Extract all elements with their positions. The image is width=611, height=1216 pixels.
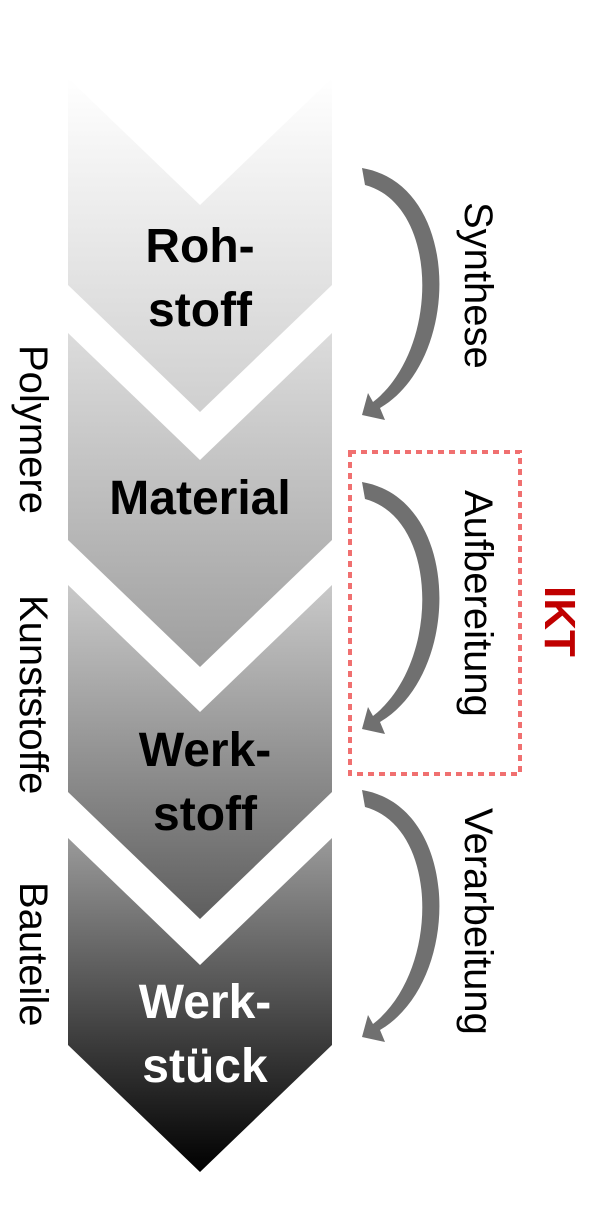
stage-label: Material bbox=[109, 472, 290, 525]
stage-label: Werk- bbox=[139, 976, 272, 1029]
left-label: Polymere bbox=[11, 345, 55, 514]
stage-label: Roh- bbox=[145, 220, 254, 273]
stage-label: stück bbox=[142, 1040, 268, 1093]
ikt-label: IKT bbox=[535, 586, 584, 657]
stage-label: stoff bbox=[153, 788, 258, 841]
highlight-box bbox=[348, 450, 522, 776]
stage-label: Werk- bbox=[139, 724, 272, 777]
curved-arrow-icon bbox=[362, 168, 440, 420]
stage-chevron: Roh- stoff bbox=[68, 78, 332, 412]
stage-chevron: Werk- stück bbox=[68, 838, 332, 1172]
left-label: Kunststoffe bbox=[11, 595, 55, 794]
stage-label: stoff bbox=[148, 284, 253, 337]
stage-chevron: Material bbox=[68, 333, 332, 667]
process-label: Verarbeitung bbox=[456, 808, 500, 1035]
curved-arrow-icon bbox=[362, 482, 440, 734]
process-label: Aufbereitung bbox=[456, 490, 500, 717]
left-label: Bauteile bbox=[11, 882, 55, 1027]
stage-chevron: Werk- stoff bbox=[68, 585, 332, 919]
curved-arrow-icon bbox=[362, 790, 440, 1042]
process-label: Synthese bbox=[456, 202, 500, 369]
